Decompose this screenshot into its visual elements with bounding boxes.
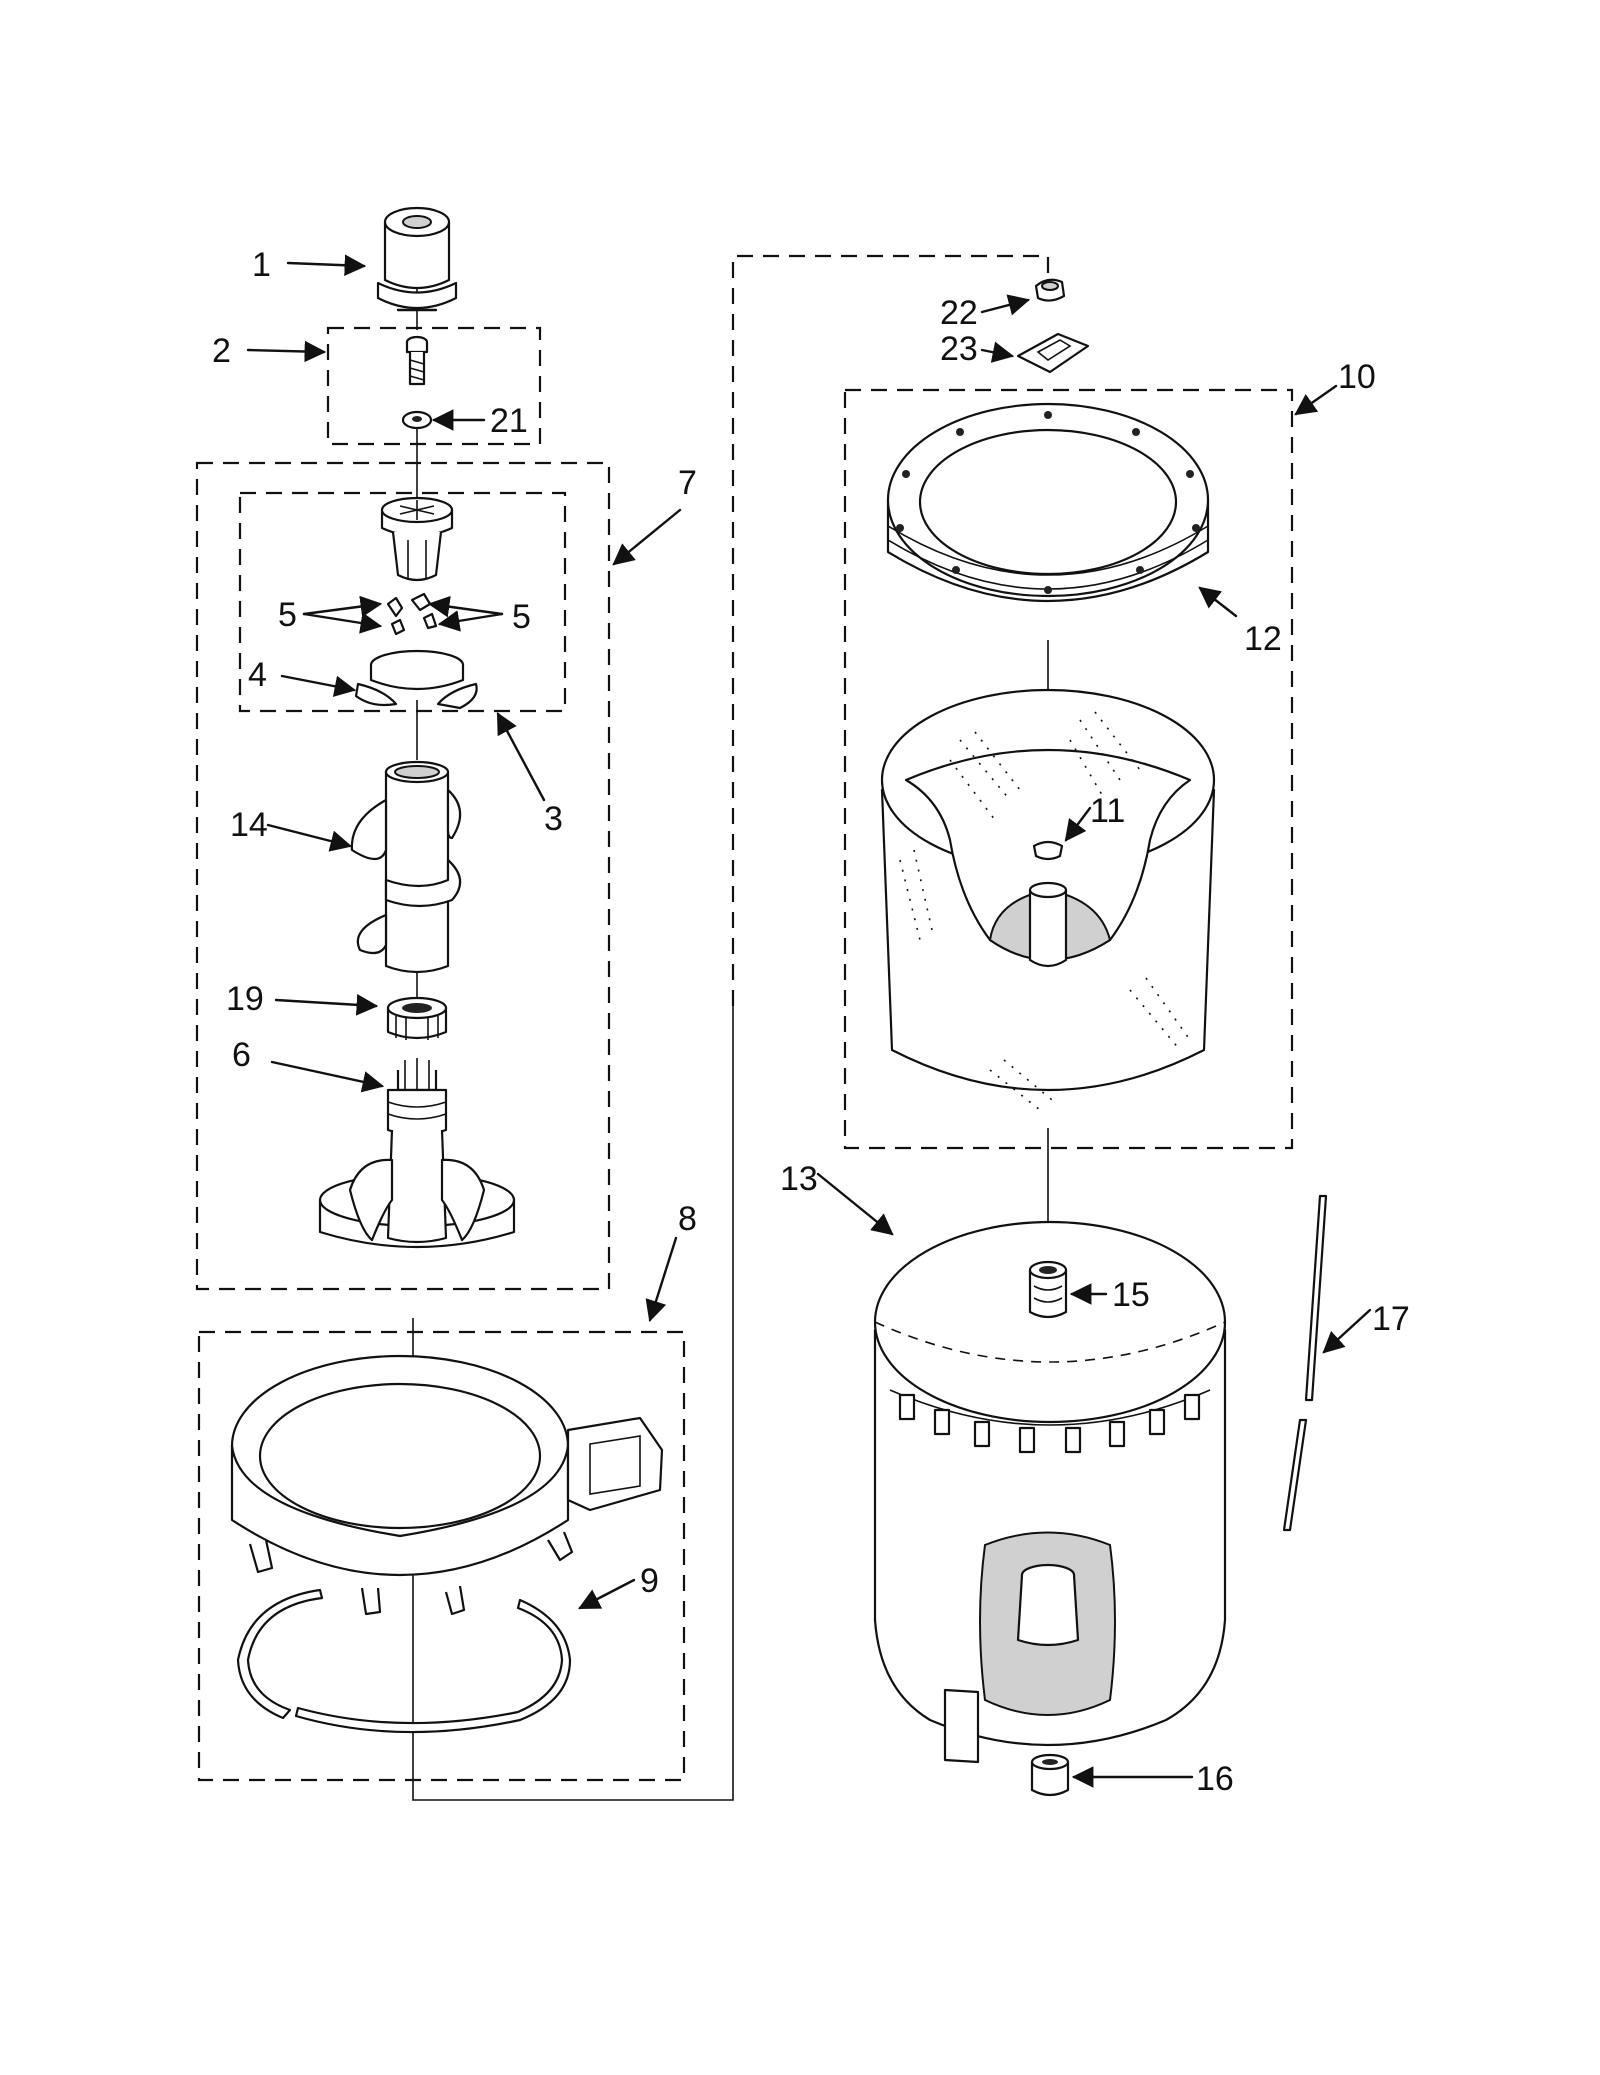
group-box-10 xyxy=(843,388,1294,1150)
leader-lines xyxy=(246,254,1372,1788)
callout-17: 17 xyxy=(1372,1300,1410,1338)
tub-ring-icon xyxy=(230,1354,664,1616)
callout-10: 10 xyxy=(1338,358,1376,396)
callout-21: 21 xyxy=(490,402,528,440)
callout-13: 13 xyxy=(780,1160,818,1198)
bearing-icon xyxy=(386,996,448,1040)
group-box-3 xyxy=(238,491,567,713)
group-box-2 xyxy=(326,326,542,446)
callout-19: 19 xyxy=(226,980,264,1018)
tub-seal-icon xyxy=(1028,1260,1068,1319)
callout-23: 23 xyxy=(940,330,978,368)
group-boxes xyxy=(195,326,1294,1782)
group-box-8 xyxy=(197,1330,686,1782)
callout-1: 1 xyxy=(252,246,271,284)
balance-ring-icon xyxy=(886,402,1210,602)
callout-15: 15 xyxy=(1112,1276,1150,1314)
callout-22: 22 xyxy=(940,294,978,332)
group-box-7 xyxy=(195,461,611,1291)
cam-icon xyxy=(354,649,478,710)
basket-perforations xyxy=(899,711,1191,1111)
auger-icon xyxy=(350,760,462,974)
callout-8: 8 xyxy=(678,1200,697,1238)
outer-tub-icon xyxy=(873,1220,1227,1764)
tub-vents xyxy=(898,1393,1201,1454)
callout-11: 11 xyxy=(1090,792,1125,830)
tub-fitting-icon xyxy=(1030,1753,1070,1797)
callout-5-right: 5 xyxy=(512,598,531,636)
basket-icon xyxy=(880,688,1216,1111)
callout-12: 12 xyxy=(1244,620,1282,658)
agitator-bolt-icon xyxy=(405,335,429,386)
callout-labels: 1 2 21 7 5 5 4 3 14 19 6 8 9 22 23 10 12… xyxy=(212,246,1410,1798)
callout-5-left: 5 xyxy=(278,596,297,634)
callout-2: 2 xyxy=(212,332,231,370)
callout-9: 9 xyxy=(640,1562,659,1600)
washer-icon xyxy=(401,410,433,430)
agitator-base-icon xyxy=(318,1058,516,1249)
callout-7: 7 xyxy=(678,464,697,502)
callout-4: 4 xyxy=(248,656,267,694)
callout-3: 3 xyxy=(544,800,563,838)
tub-ring-clamp-icon xyxy=(236,1588,572,1734)
callout-14: 14 xyxy=(230,806,268,844)
clip-icon xyxy=(1034,278,1066,302)
hose-icon xyxy=(1282,1194,1328,1532)
callout-6: 6 xyxy=(232,1036,251,1074)
agitator-dogs-icon xyxy=(386,592,438,636)
callout-16: 16 xyxy=(1196,1760,1234,1798)
agitator-cap-icon xyxy=(376,206,458,312)
retainer-icon xyxy=(1016,332,1090,374)
dog-kit-icon xyxy=(380,496,454,582)
